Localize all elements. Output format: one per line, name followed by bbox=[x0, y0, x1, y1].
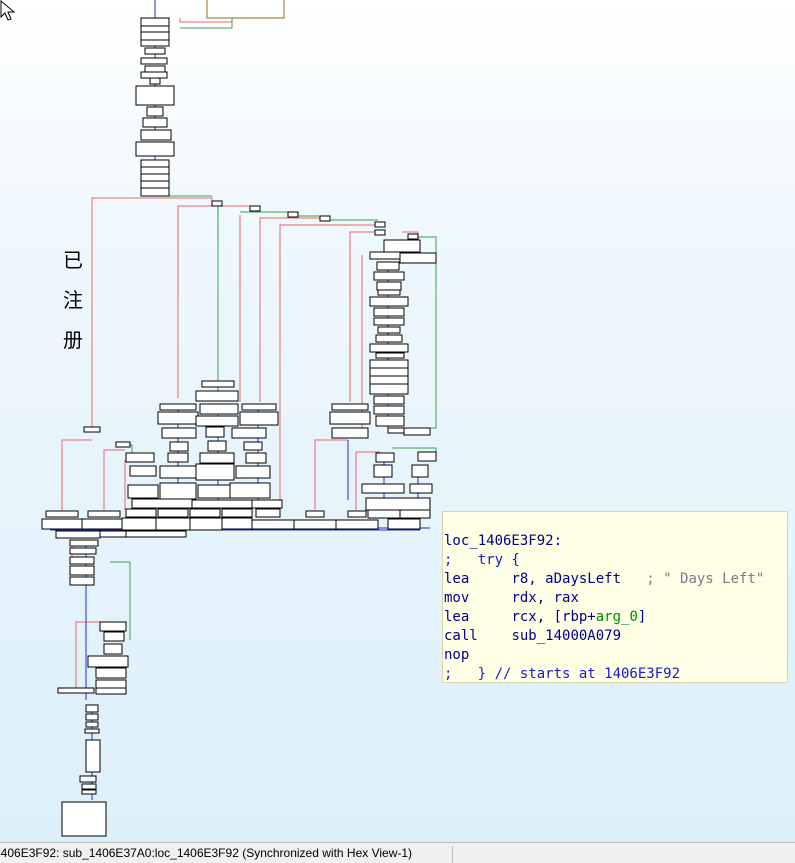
status-bar: 1406E3F92: sub_1406E37A0:loc_1406E3F92 (… bbox=[0, 842, 795, 863]
annotation-char: 已 bbox=[63, 248, 83, 272]
asm-token: lea bbox=[444, 609, 512, 625]
asm-line: lea r8, aDaysLeft ; " Days Left" bbox=[444, 570, 787, 589]
asm-line: ; } // starts at 1406E3F92 bbox=[444, 665, 787, 682]
asm-line: loc_1406E3F92: bbox=[444, 532, 787, 551]
graph-comment-annotation: 已 注 册 bbox=[58, 240, 88, 360]
asm-line: mov rdx, rax bbox=[444, 589, 787, 608]
asm-token: try { bbox=[477, 552, 520, 568]
asm-line: nop bbox=[444, 646, 787, 665]
annotation-char: 册 bbox=[63, 328, 83, 352]
function-graph-view[interactable]: 已 注 册 loc_1406E3F92:; try {lea r8, aDays… bbox=[0, 0, 795, 842]
asm-line: lea rcx, [rbp+arg_0] bbox=[444, 608, 787, 627]
asm-token: rcx, [rbp+ bbox=[511, 609, 596, 625]
asm-token: nop bbox=[444, 647, 470, 663]
status-address-text: 1406E3F92: sub_1406E37A0:loc_1406E3F92 (… bbox=[0, 846, 453, 863]
asm-token: call bbox=[444, 628, 512, 644]
asm-token: arg_0 bbox=[595, 609, 638, 625]
annotation-char: 注 bbox=[63, 288, 83, 312]
asm-line: call sub_14000A079 bbox=[444, 627, 787, 646]
asm-token: ; bbox=[444, 552, 478, 568]
graph-svg[interactable] bbox=[0, 0, 795, 842]
asm-token: ] bbox=[637, 609, 647, 625]
mouse-cursor-icon bbox=[0, 0, 16, 21]
node-hint-popup: loc_1406E3F92:; try {lea r8, aDaysLeft ;… bbox=[442, 511, 788, 683]
asm-token: loc_1406E3F92: bbox=[444, 533, 563, 549]
asm-token: mov bbox=[444, 590, 512, 606]
asm-token: sub_14000A079 bbox=[511, 628, 622, 644]
asm-token: r8, aDaysLeft bbox=[511, 571, 622, 587]
asm-token: ; } // starts at 1406E3F92 bbox=[444, 666, 681, 682]
asm-line: ; try { bbox=[444, 551, 787, 570]
asm-token: lea bbox=[444, 571, 512, 587]
asm-token: ; " Days Left" bbox=[621, 571, 765, 587]
asm-token: rdx, rax bbox=[511, 590, 579, 606]
graph-nodes[interactable] bbox=[41, 17, 437, 837]
